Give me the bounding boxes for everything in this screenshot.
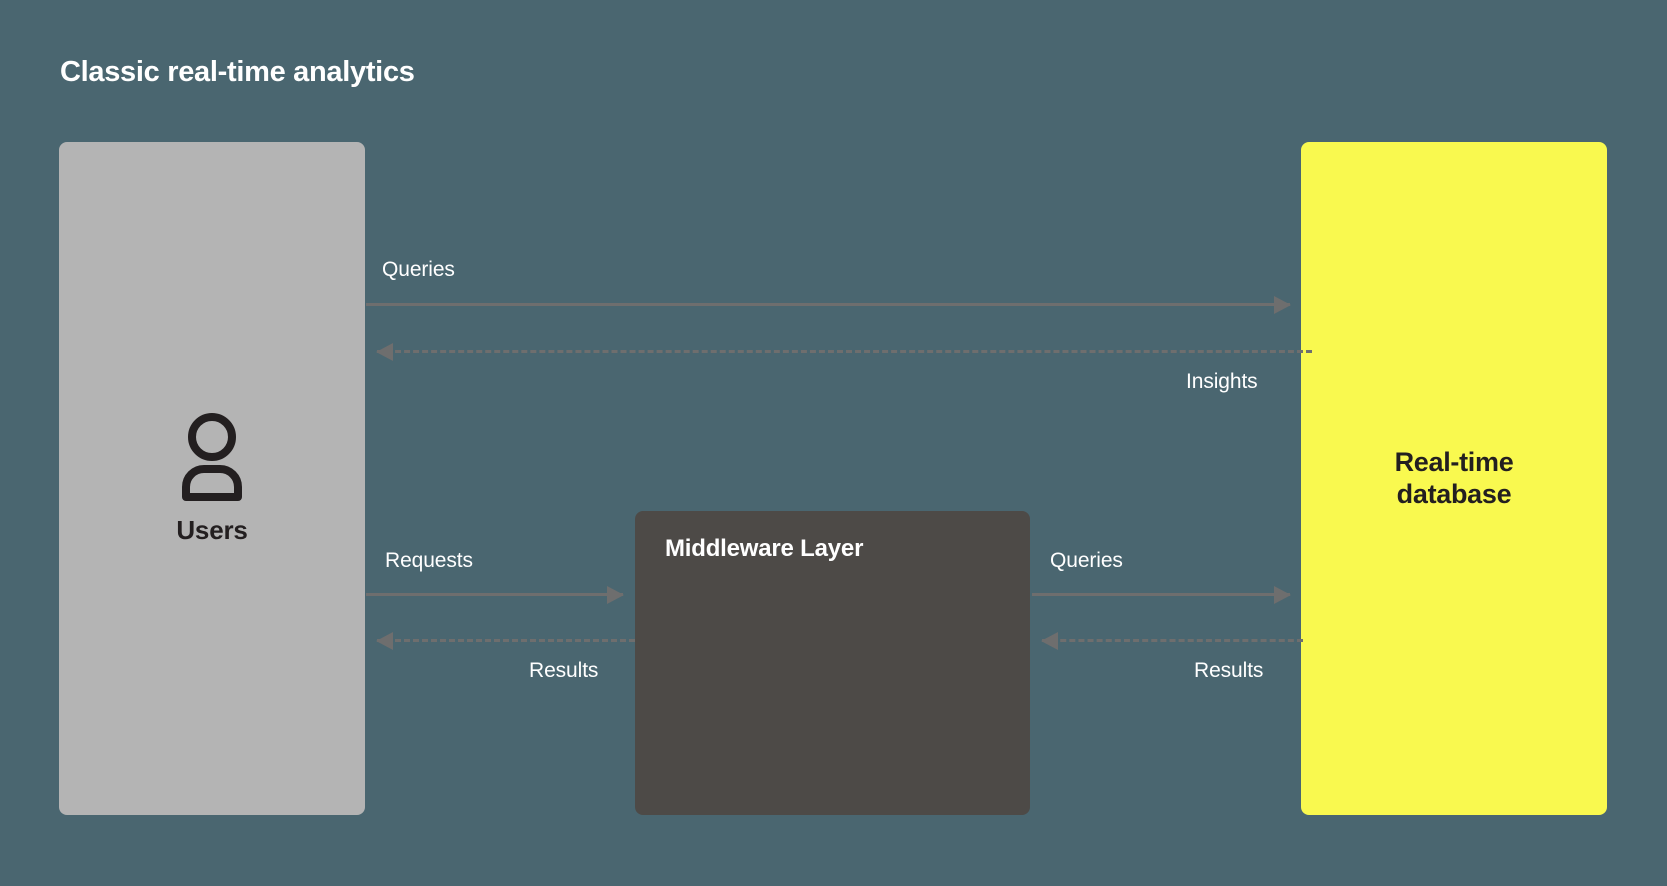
node-users-label: Users <box>176 515 248 545</box>
connector-label-insights: Insights <box>1186 370 1258 393</box>
connector-label-requests: Requests <box>385 549 473 572</box>
node-database[interactable]: Real-time database <box>1301 142 1607 815</box>
connector-line <box>377 350 1312 353</box>
node-users[interactable]: Users <box>59 142 365 815</box>
arrowhead-right-icon <box>1274 296 1291 314</box>
connector-line <box>1042 639 1303 642</box>
node-database-label-line1: Real-time <box>1394 446 1514 477</box>
connector-label-results-right: Results <box>1194 659 1264 682</box>
arrowhead-left-icon <box>1041 632 1058 650</box>
arrowhead-right-icon <box>607 586 624 604</box>
arrowhead-left-icon <box>376 343 393 361</box>
connector-line <box>366 303 1290 306</box>
node-database-label-line2: database <box>1396 478 1512 509</box>
connector-label-queries-top: Queries <box>382 258 455 281</box>
user-icon <box>172 411 252 503</box>
node-database-label: Real-time database <box>1395 447 1514 511</box>
node-middleware-label: Middleware Layer <box>665 535 864 562</box>
connector-line <box>377 639 635 642</box>
node-middleware[interactable]: Middleware Layer <box>635 511 1030 815</box>
arrowhead-left-icon <box>376 632 393 650</box>
connector-label-results-left: Results <box>529 659 599 682</box>
arrowhead-right-icon <box>1274 586 1291 604</box>
connector-line <box>1032 593 1290 596</box>
connector-line <box>366 593 623 596</box>
connector-label-queries-bottom: Queries <box>1050 549 1123 572</box>
page-title: Classic real-time analytics <box>60 56 415 88</box>
